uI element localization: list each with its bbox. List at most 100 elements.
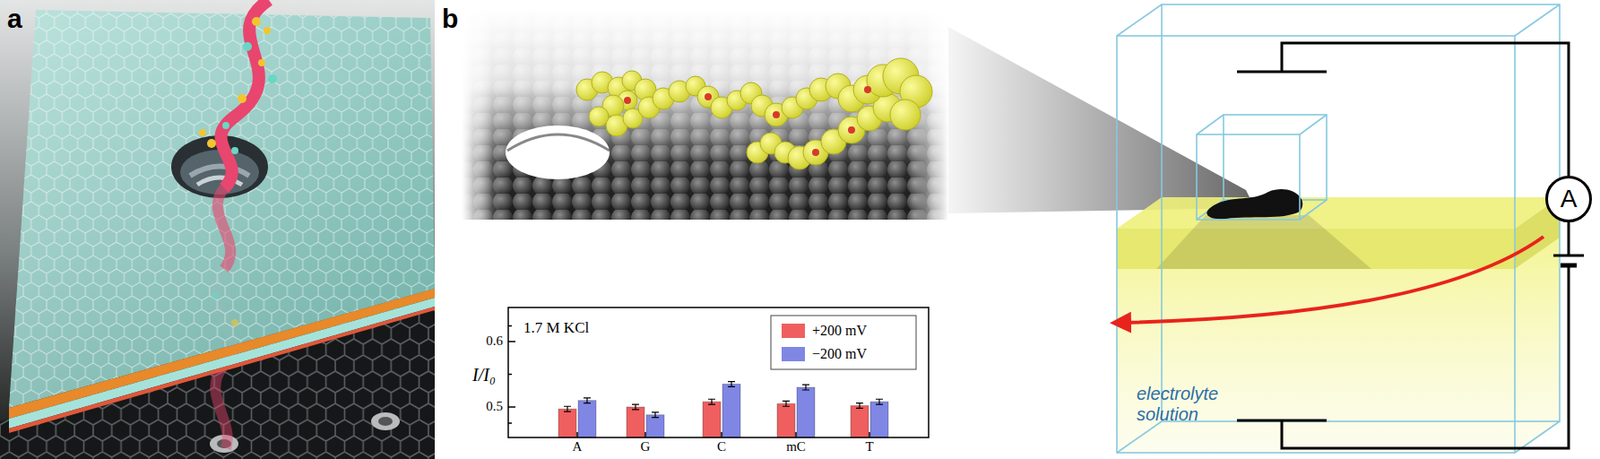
- panel-a-illustration-path: [217, 188, 231, 269]
- cell-schematic-polygon: [1156, 215, 1372, 269]
- legend-swatch: [781, 323, 805, 338]
- bar: [796, 387, 815, 438]
- molecule-render-ellipse: [505, 125, 610, 180]
- bar: [870, 401, 889, 438]
- chart-frame-line: [795, 432, 797, 438]
- bar: [777, 403, 796, 438]
- molecule-render-g: [576, 58, 933, 170]
- legend-box: [770, 315, 917, 370]
- legend-text: −200 mV: [812, 345, 867, 363]
- chart-frame-line: [508, 373, 512, 376]
- cell-schematic-g-path: [1553, 254, 1584, 258]
- chart-frame-line: [508, 422, 512, 424]
- cell-schematic-path: [1206, 189, 1303, 219]
- tick-label: 0.5: [485, 398, 503, 415]
- cell-schematic-g-line: [1196, 114, 1224, 135]
- bar: [702, 401, 721, 438]
- panel-a-illustration-circle: [242, 42, 252, 52]
- ammeter-symbol: A: [1545, 175, 1592, 223]
- bar: [646, 415, 665, 438]
- cell-schematic-g-line: [1514, 4, 1560, 36]
- molecule-render-g-circle: [704, 93, 712, 101]
- category-label: A: [572, 439, 583, 455]
- legend-text: +200 mV: [812, 322, 867, 339]
- molecule-render: [461, 8, 949, 220]
- molecule-render-rect: [461, 8, 949, 220]
- cell-schematic-g-rect: [1223, 114, 1327, 200]
- error-bar: [583, 397, 591, 404]
- chart-frame-rect: [508, 307, 929, 438]
- panel-a-illustration-circle: [258, 59, 266, 67]
- cell-schematic-g: [1116, 4, 1560, 453]
- cell-schematic-path: [1120, 236, 1544, 323]
- cell-schematic-g-path: [1281, 43, 1569, 176]
- chart-frame-line: [644, 432, 647, 438]
- category-label: C: [717, 439, 727, 455]
- category-label: mC: [786, 439, 806, 455]
- ammeter-letter: A: [1560, 186, 1578, 212]
- cell-schematic-g-path: [1567, 222, 1571, 256]
- cell-schematic-g-line: [1299, 199, 1327, 220]
- panel-a-illustration-polygon: [8, 306, 435, 433]
- condition-label: 1.7 M KCl: [523, 319, 589, 338]
- panel-a-illustration-circle: [207, 138, 217, 148]
- panel-a-illustration-circle: [198, 129, 207, 137]
- cell-schematic-g-rect: [1116, 35, 1515, 453]
- panel-a-illustration-circle: [222, 121, 230, 130]
- panel-a-illustration-circle: [211, 292, 219, 300]
- chart-frame-line: [720, 432, 723, 438]
- cell-schematic: [1116, 4, 1584, 453]
- cell-schematic-polygon: [1116, 237, 1560, 453]
- cell-schematic-g-path: [1236, 70, 1327, 74]
- cell-schematic-g-line: [1299, 114, 1327, 135]
- panel-a-illustration-ellipse: [378, 416, 393, 426]
- panel-letter: b: [441, 3, 459, 35]
- bar: [578, 400, 597, 438]
- bar-group: [558, 381, 889, 438]
- panel-a-illustration-ellipse: [371, 412, 400, 431]
- molecule-render-g-circle: [623, 96, 632, 104]
- molecule-render-g-circle: [812, 148, 820, 156]
- molecule-render-g-circle: [772, 111, 780, 119]
- panel-a-illustration-circle: [263, 26, 271, 35]
- axis-title: I/I₀: [472, 364, 496, 386]
- chart-frame-line: [508, 340, 516, 343]
- cell-schematic-g-line: [1116, 421, 1162, 453]
- tick-label: 0.6: [485, 333, 503, 349]
- chart-frame-line: [576, 432, 579, 438]
- panel-a-illustration-circle: [231, 319, 239, 327]
- error-bar: [708, 398, 716, 405]
- legend-swatch: [781, 346, 805, 362]
- chart-frame-line: [508, 406, 516, 408]
- bar: [722, 383, 741, 438]
- zoom-wedge: [948, 26, 1255, 214]
- cell-schematic-g-path: [1236, 419, 1327, 423]
- error-bar: [651, 412, 659, 418]
- molecule-render-g-circle: [588, 106, 609, 127]
- error-bar: [856, 403, 864, 409]
- chart-frame: [508, 307, 929, 438]
- cell-schematic-g-line: [1116, 4, 1162, 36]
- molecule-render-g-circle: [890, 99, 921, 130]
- chart-frame-line: [868, 432, 871, 438]
- panel-letter: a: [7, 3, 23, 35]
- molecule-render-g: [623, 86, 872, 156]
- panel-a-illustration-path: [190, 166, 250, 177]
- error-bar: [875, 398, 883, 405]
- cell-schematic-polygon: [1116, 197, 1560, 229]
- error-bar: [782, 400, 790, 407]
- region-label: electrolyte solution: [1136, 383, 1254, 425]
- panel-a-illustration-circle: [231, 147, 239, 155]
- panel-a-illustration-polygon: [8, 288, 435, 419]
- panel-a-illustration-polygon: [8, 297, 435, 429]
- error-bar: [802, 384, 810, 390]
- cell-schematic-g-rect: [1161, 4, 1560, 422]
- category-label: T: [864, 439, 874, 455]
- panel-a-illustration-circle: [268, 74, 277, 84]
- molecule-render-rect: [461, 8, 949, 220]
- panel-a-illustration-path: [220, 0, 269, 189]
- panel-a-illustration-rect: [0, 0, 435, 459]
- error-bar: [631, 404, 640, 410]
